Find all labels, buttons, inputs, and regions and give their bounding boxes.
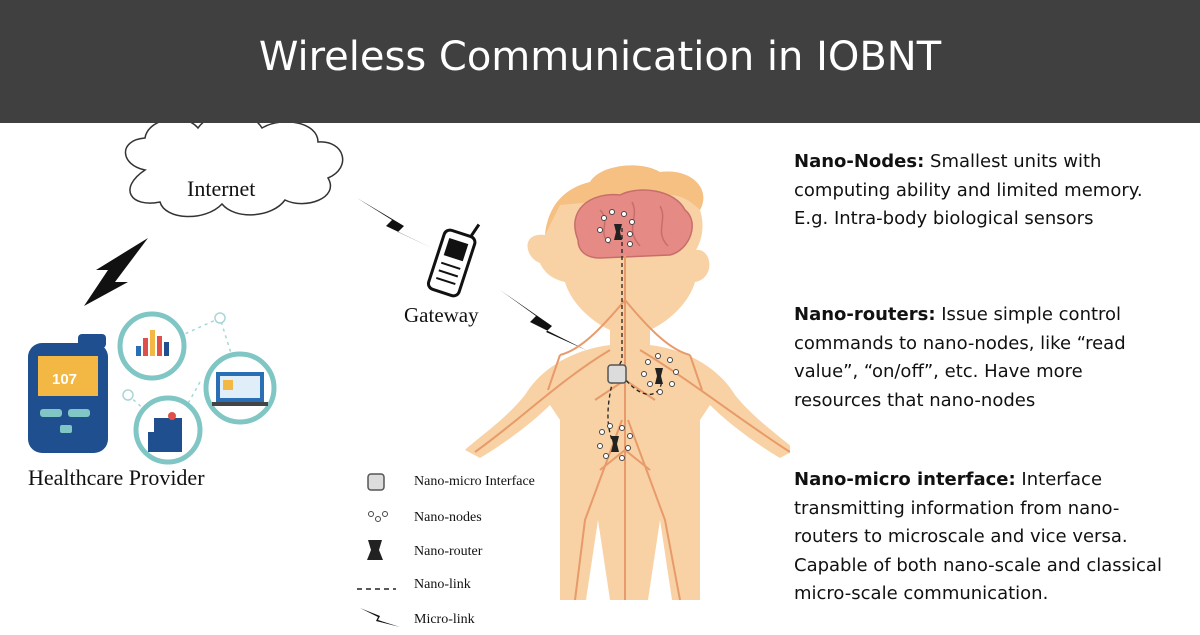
nano-nodes-text: Smallest units with computing ability an… (794, 151, 1143, 229)
legend-nano-nodes: Nano-nodes (414, 510, 482, 525)
nervous-system (474, 255, 790, 601)
healthcare-provider-label: Healthcare Provider (28, 465, 205, 490)
nano-micro-interface-description: Nano-micro interface: Interface transmit… (794, 466, 1174, 609)
gateway-label: Gateway (404, 303, 479, 327)
interface-square-icon (367, 473, 385, 491)
legend-micro-link: Micro-link (414, 612, 475, 627)
lightning-icon (84, 238, 148, 306)
device-reading: 107 (52, 371, 77, 388)
nano-nodes-description: Nano-Nodes: Smallest units with computin… (794, 148, 1174, 234)
lightning-icon (500, 290, 586, 350)
nano-routers-description: Nano-routers: Issue simple control comma… (794, 301, 1174, 415)
lightning-icon (360, 608, 400, 627)
bar-chart-icon (117, 311, 187, 381)
nano-routers-text: Issue simple control commands to nano-no… (794, 304, 1126, 411)
phone-icon (426, 223, 481, 298)
internet-label: Internet (187, 176, 256, 201)
cloud-icon (124, 123, 344, 218)
nano-node-clusters (597, 209, 679, 461)
nano-nodes-icon (368, 511, 388, 522)
legend-nano-router: Nano-router (414, 544, 483, 559)
nano-nodes-term: Nano-Nodes: (794, 151, 925, 172)
title-banner: Wireless Communication in IOBNT (0, 0, 1200, 123)
nano-router-markers (611, 224, 663, 452)
nano-routers-term: Nano-routers: (794, 304, 936, 325)
iobnt-diagram: 107 (28, 123, 790, 627)
lightning-icon (357, 198, 432, 248)
legend-nano-micro-interface: Nano-micro Interface (414, 474, 535, 489)
page-title: Wireless Communication in IOBNT (258, 34, 942, 80)
nano-micro-interface-text: Interface transmitting information from … (794, 469, 1162, 604)
laptop-icon (203, 351, 277, 425)
medical-device-icon (28, 334, 108, 453)
nano-router-icon (367, 540, 383, 560)
hospital-icon (133, 395, 203, 465)
interface-square-icon (607, 364, 627, 384)
nano-micro-interface-term: Nano-micro interface: (794, 469, 1016, 490)
legend-nano-link: Nano-link (414, 577, 471, 592)
